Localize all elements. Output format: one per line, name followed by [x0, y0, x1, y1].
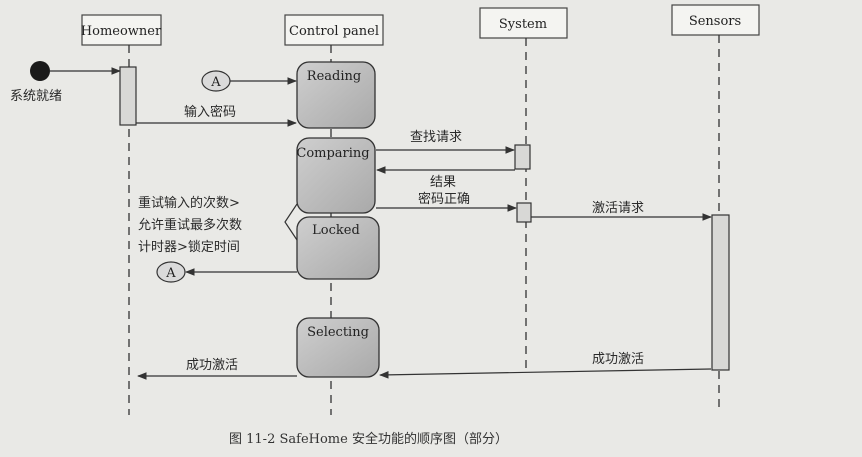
- message-success-sensors: 成功激活: [379, 352, 712, 379]
- message-activation-request-label: 激活请求: [592, 201, 644, 216]
- state-selecting-label: Selecting: [307, 325, 369, 340]
- figure-caption: 图 11-2 SafeHome 安全功能的顺序图（部分）: [229, 431, 508, 447]
- lifeline-homeowner-label: Homeowner: [81, 24, 162, 39]
- guard-bracket: [284, 203, 298, 241]
- state-comparing: Comparing: [296, 137, 376, 214]
- lifeline-control-panel-label: Control panel: [289, 24, 379, 39]
- message-success-sensors-label: 成功激活: [592, 352, 644, 367]
- message-password-correct-label: 密码正确: [418, 191, 470, 207]
- connector-a-top-label: A: [210, 75, 221, 90]
- lifeline-sensors-label: Sensors: [689, 14, 741, 29]
- state-reading: Reading: [296, 61, 376, 129]
- guard-line-3: 计时器>锁定时间: [138, 239, 240, 255]
- connector-a-bottom-label: A: [165, 266, 176, 281]
- homeowner-activation: [119, 66, 137, 126]
- message-password-correct: 密码正确: [376, 191, 517, 212]
- system-activation-1: [514, 144, 531, 170]
- message-lookup-request-label: 查找请求: [410, 130, 462, 145]
- sensors-activation: [711, 214, 730, 371]
- initial-state-dot: [30, 61, 50, 81]
- message-input-password-label: 输入密码: [184, 104, 236, 120]
- start-label: 系统就绪: [10, 89, 62, 104]
- message-result: 结果: [376, 166, 515, 190]
- message-activation-request: 激活请求: [531, 201, 712, 221]
- system-activation-2: [516, 202, 532, 223]
- state-reading-label: Reading: [307, 69, 361, 84]
- state-locked-label: Locked: [312, 223, 360, 238]
- state-selecting: Selecting: [296, 317, 380, 378]
- connector-a-bottom: A: [156, 261, 297, 283]
- connector-a-top: A: [201, 70, 297, 92]
- message-success-homeowner: 成功激活: [137, 358, 297, 380]
- lifeline-system-label: System: [499, 17, 547, 32]
- lifeline-system: System: [479, 7, 568, 372]
- message-lookup-request: 查找请求: [376, 130, 515, 154]
- state-locked: Locked: [296, 216, 380, 280]
- message-result-label: 结果: [430, 175, 456, 190]
- message-input-password: 输入密码: [136, 104, 297, 127]
- message-success-homeowner-label: 成功激活: [186, 358, 238, 373]
- guard-line-1: 重试输入的次数>: [138, 195, 240, 211]
- state-comparing-label: Comparing: [296, 146, 369, 161]
- guard-line-2: 允许重试最多次数: [138, 217, 242, 233]
- guard-condition: 重试输入的次数> 允许重试最多次数 计时器>锁定时间: [138, 195, 242, 255]
